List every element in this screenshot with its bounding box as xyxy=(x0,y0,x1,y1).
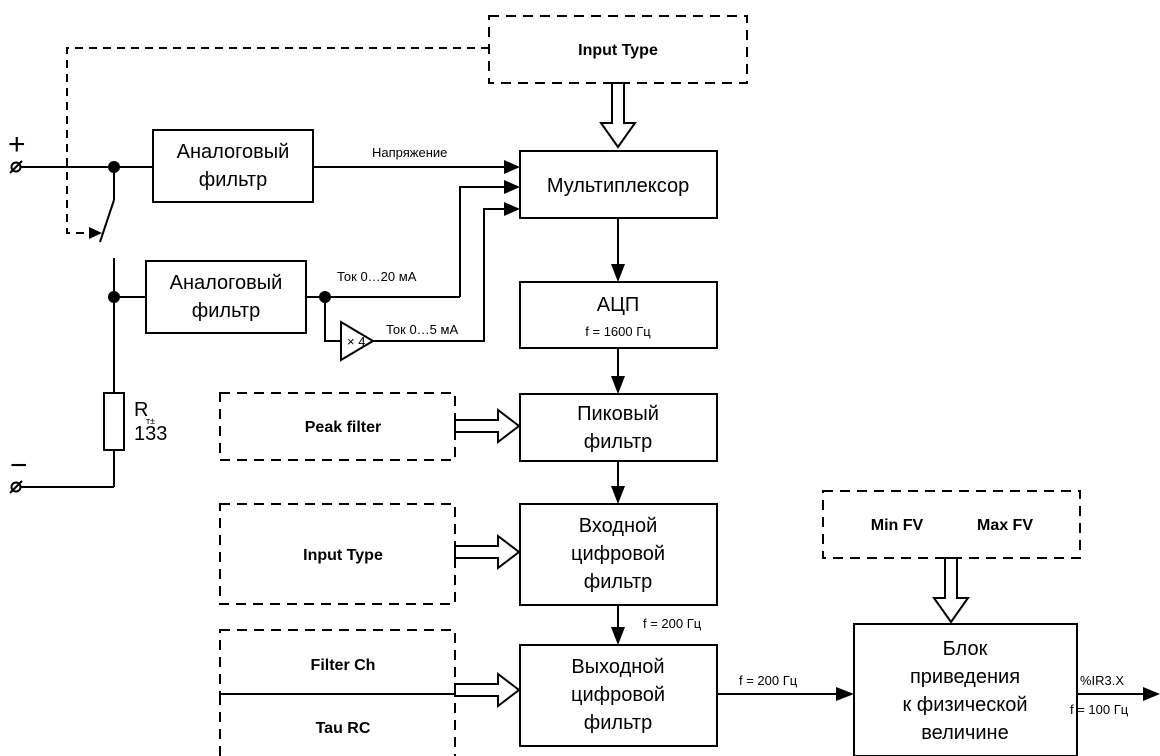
resistor-subscript: т± xyxy=(146,416,155,426)
output-digital-filter-block xyxy=(519,644,718,747)
peak-filter-label: Peak filter xyxy=(305,419,381,436)
junction-node xyxy=(319,291,331,303)
adc-block xyxy=(519,281,718,349)
amplifier-gain: × 4 xyxy=(347,334,365,349)
switch-blade xyxy=(99,199,115,243)
input-type-top-box xyxy=(488,15,748,84)
output-filter-frequency: f = 200 Гц xyxy=(739,673,798,688)
filter-ch-label: Filter Ch xyxy=(311,657,376,674)
analog-filter-1-line2: фильтр xyxy=(199,169,267,191)
multiplexer-block xyxy=(519,150,718,219)
output-filter-line2: цифровой xyxy=(571,684,665,706)
arrow-head xyxy=(611,486,625,504)
hollow-arrow-peak xyxy=(454,407,521,445)
arrow-head xyxy=(611,627,625,645)
analog-filter-1-block xyxy=(152,129,314,203)
plus-symbol: + xyxy=(8,128,26,161)
resistor-value: 133 xyxy=(134,423,167,445)
current20-route xyxy=(459,186,512,297)
input-filter-line3: фильтр xyxy=(584,571,652,593)
switch-control-line xyxy=(66,47,489,234)
analog-filter-2-line2: фильтр xyxy=(192,300,260,322)
hollow-arrow-fv xyxy=(932,557,970,624)
amp-in-wire xyxy=(324,297,341,342)
arrow-head xyxy=(504,180,520,194)
tau-rc-box xyxy=(219,693,456,756)
analog-filter-1-line1: Аналоговый xyxy=(177,141,290,163)
hollow-arrow-input-type xyxy=(599,82,637,149)
scaling-line3: к физической xyxy=(902,694,1027,716)
input-filter-line2: цифровой xyxy=(571,543,665,565)
arrow-head xyxy=(89,227,102,239)
peak-filter-box xyxy=(219,392,456,461)
arrow-head xyxy=(611,376,625,394)
hollow-arrow-output-filter xyxy=(454,671,521,709)
scaling-line4: величине xyxy=(921,722,1008,744)
input-type-label: Input Type xyxy=(303,547,383,564)
junction-node xyxy=(108,291,120,303)
hollow-arrow-input xyxy=(454,533,521,571)
multiplexer-label: Мультиплексор xyxy=(547,175,689,197)
amplifier-icon xyxy=(340,320,375,362)
input-type-box xyxy=(219,503,456,605)
arrow-head xyxy=(504,160,520,174)
arrow-head xyxy=(504,202,520,216)
input-digital-filter-block xyxy=(519,503,718,606)
peak-filter-block-line1: Пиковый xyxy=(577,403,659,425)
arrow-head xyxy=(611,264,625,282)
scaling-line2: приведения xyxy=(910,666,1020,688)
input-filter-frequency: f = 200 Гц xyxy=(643,616,702,631)
tau-rc-label: Tau RC xyxy=(316,720,371,737)
analog-filter-2-block xyxy=(145,260,307,334)
output-frequency: f = 100 Гц xyxy=(1070,702,1129,717)
output-filter-line3: фильтр xyxy=(584,712,652,734)
adc-frequency: f = 1600 Гц xyxy=(585,324,651,339)
peak-filter-block-line2: фильтр xyxy=(584,431,652,453)
output-signal-label: %IR3.X xyxy=(1080,673,1124,688)
arrow-head xyxy=(836,687,854,701)
physical-scaling-block xyxy=(853,623,1078,756)
input-filter-line1: Входной xyxy=(579,515,658,537)
resistor-label: R xyxy=(134,399,148,421)
output-filter-line1: Выходной xyxy=(571,656,664,678)
peak-filter-block xyxy=(519,393,718,462)
adc-label: АЦП xyxy=(597,294,640,316)
current5-label: Ток 0…5 мА xyxy=(386,322,458,337)
fv-box xyxy=(822,490,1081,559)
terminal-slash xyxy=(9,160,23,174)
min-fv-label: Min FV xyxy=(871,517,924,534)
scaling-line1: Блок xyxy=(943,638,988,660)
current5-route xyxy=(356,208,512,342)
resistor-icon xyxy=(103,392,125,451)
minus-symbol: − xyxy=(10,449,28,482)
arrow-head xyxy=(1143,687,1160,701)
max-fv-label: Max FV xyxy=(977,517,1033,534)
voltage-label: Напряжение xyxy=(372,145,447,160)
analog-filter-2-line1: Аналоговый xyxy=(170,272,283,294)
terminal-slash xyxy=(9,480,23,494)
current20-label: Ток 0…20 мА xyxy=(337,269,417,284)
input-type-top-label: Input Type xyxy=(578,42,658,59)
junction-node xyxy=(108,161,120,173)
